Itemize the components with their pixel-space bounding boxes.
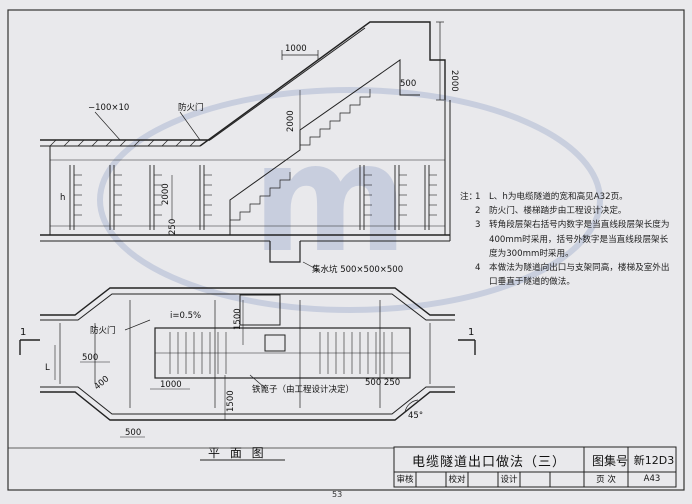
dim-top-width: 1000: [285, 44, 307, 54]
review-label: 审核: [396, 475, 414, 485]
notes-lead: 注：: [460, 192, 478, 202]
note-item: 2 防火门、楼梯踏步由工程设计决定。: [460, 204, 675, 218]
dim-plan-500-250: 500 250: [365, 378, 400, 388]
note-number: 2: [475, 206, 481, 217]
watermark-seal: m: [97, 87, 603, 313]
label-plate: −100×10: [88, 103, 129, 113]
label-fire-door-plan: 防火门: [90, 325, 116, 336]
design-label: 设计: [500, 475, 518, 485]
dim-left-height: 2000: [161, 183, 171, 205]
note-text: 防火门、楼梯踏步由工程设计决定。: [489, 206, 627, 217]
check-label: 校对: [448, 475, 466, 485]
drawing-title: 电缆隧道出口做法（三）: [411, 454, 566, 470]
dim-stair-500: 500: [400, 79, 416, 89]
dim-plan-500-bot: 500: [125, 428, 141, 438]
note-number: 3: [475, 220, 481, 231]
note-text: 本做法为隧道向出口与支架同高，楼梯及室外出口垂直于隧道的做法。: [489, 263, 670, 288]
note-number: 4: [475, 263, 481, 274]
page-label: 页 次: [596, 475, 616, 485]
page-number: 53: [332, 490, 343, 499]
plan-view: [19, 287, 476, 438]
note-text: 转角段层架右括号内数字是当直线段层架长度为400mm时采用，括号外数字是当直线段…: [489, 220, 670, 259]
drawing-annotations: 1000 2000 500 2000 2000 250 h −100×10 防火…: [20, 44, 474, 438]
notes-block: 注： 1 L、h为电缆隧道的宽和高见A32页。 2 防火门、楼梯踏步由工程设计决…: [460, 190, 675, 289]
label-slope: i=0.5%: [170, 311, 201, 321]
page-code: A43: [643, 474, 661, 484]
atlas-label: 图集号: [591, 453, 628, 468]
section-mark-right: 1: [468, 327, 474, 338]
note-text: L、h为电缆隧道的宽和高见A32页。: [489, 192, 628, 202]
label-fire-door-top: 防火门: [178, 102, 204, 113]
section-view: [40, 21, 451, 271]
note-item: 3 转角段层架右括号内数字是当直线段层架长度为400mm时采用，括号外数字是当直…: [460, 218, 675, 261]
dim-top-height: 2000: [449, 70, 459, 92]
dim-mid-height: 2000: [286, 110, 296, 132]
title-block: 电缆隧道出口做法（三） 图集号 新12D3 审核 校对 设计 页 次 A43: [394, 447, 676, 487]
note-item: 4 本做法为隧道向出口与支架同高，楼梯及室外出口垂直于隧道的做法。: [460, 261, 675, 289]
svg-text:m: m: [252, 112, 408, 286]
title-block-grid: [393, 446, 677, 488]
label-sump: 集水坑 500×500×500: [312, 264, 403, 275]
dim-small-250: 250: [168, 219, 178, 235]
plan-title: 平 面 图: [208, 446, 267, 460]
section-mark-left: 1: [20, 327, 26, 338]
dim-angle: 45°: [408, 411, 423, 421]
dim-plan-1500-bot: 1500: [226, 390, 236, 412]
dim-L: L: [45, 363, 50, 373]
dim-plan-500-left: 500: [82, 353, 98, 363]
note-number: 1: [475, 192, 481, 202]
dim-plan-1500-top: 1500: [233, 308, 243, 330]
atlas-number: 新12D3: [633, 454, 675, 467]
label-ladder: 铁篦子（由工程设计决定）: [252, 384, 354, 395]
sheet-border: [7, 9, 685, 491]
note-item: 注： 1 L、h为电缆隧道的宽和高见A32页。: [460, 190, 675, 204]
dim-h: h: [60, 193, 65, 203]
dim-plan-1000: 1000: [160, 380, 182, 390]
